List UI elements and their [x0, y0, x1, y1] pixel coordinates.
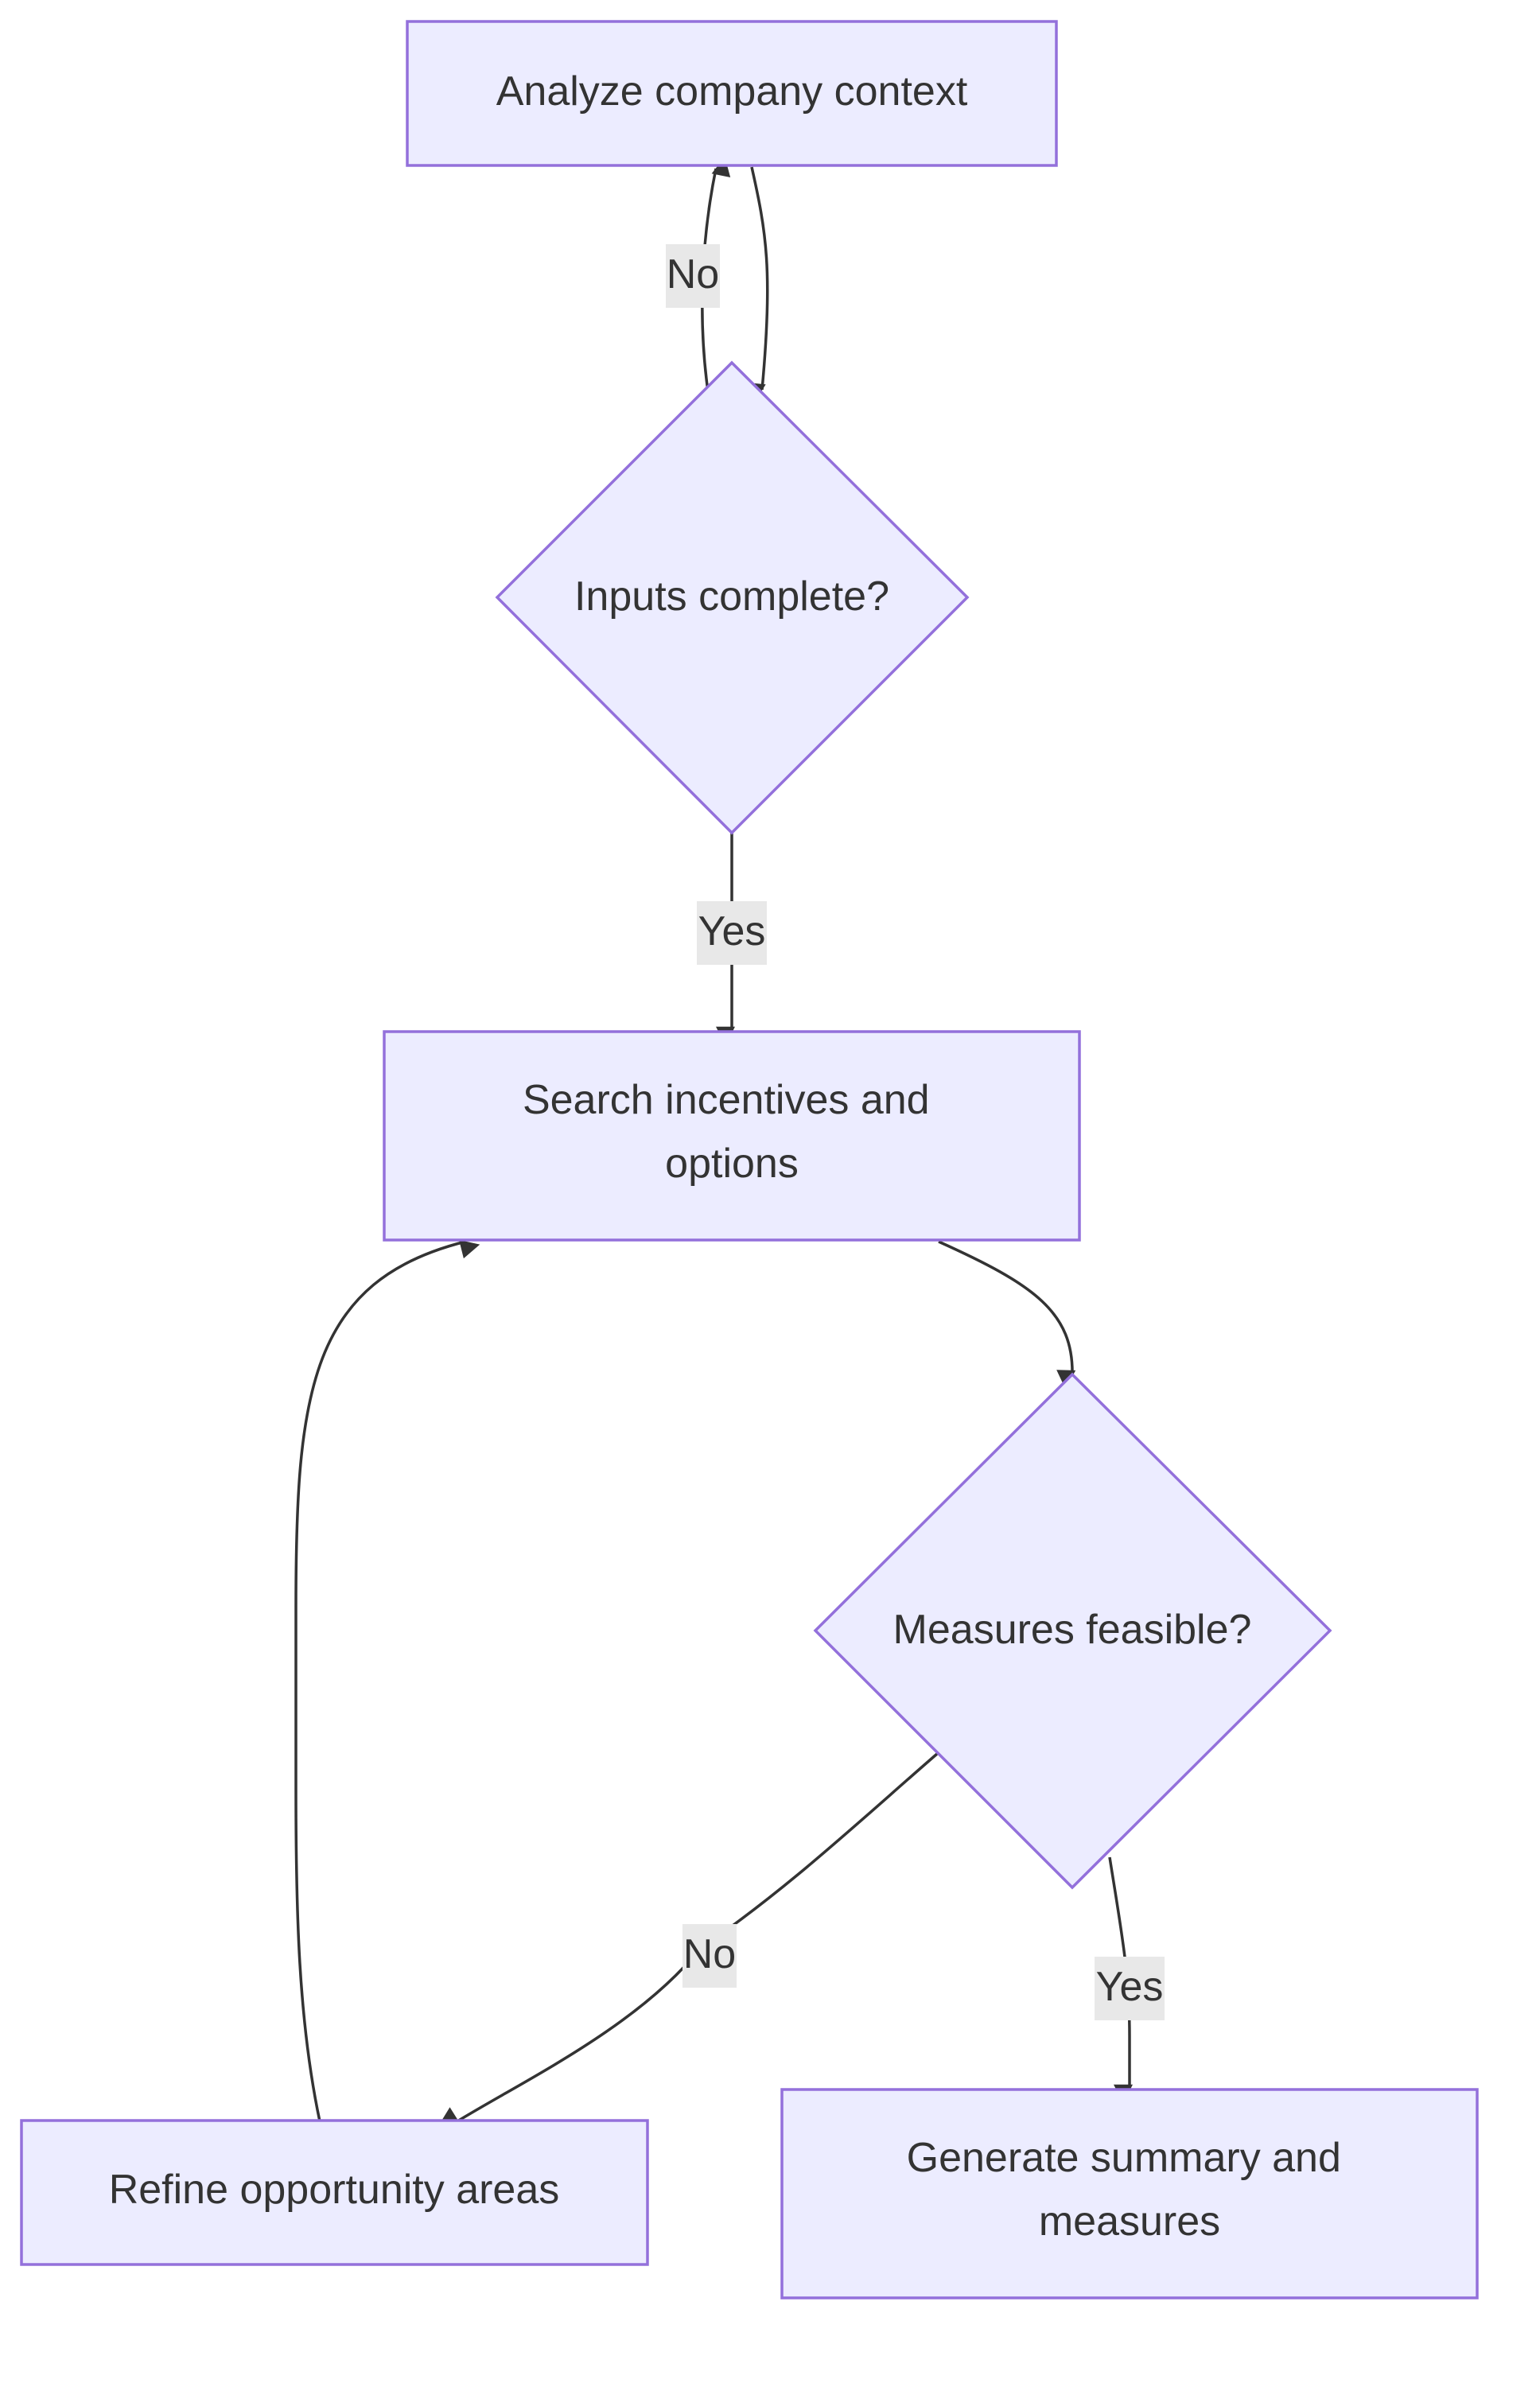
edge-label-inputs-no: No [666, 244, 720, 308]
node-label-line: Generate summary and [907, 2135, 1341, 2181]
edge-label-text: Yes [698, 908, 766, 954]
edge-label-inputs-yes: Yes [697, 901, 767, 965]
node-label-line: Measures feasible? [893, 1607, 1252, 1653]
edge-label-text: No [667, 251, 719, 297]
edge-search-to-measures [938, 1240, 1076, 1390]
edge-labels-layer: No Yes No Yes [666, 244, 1165, 2020]
nodes-layer: Analyze company context Inputs complete?… [20, 20, 1479, 2299]
node-search-incentives-and-options: Search incentives and options [383, 1030, 1081, 1242]
svg-text:Generate summary and m: Generate summary and measures [907, 2135, 1353, 2245]
edge-label-text: Yes [1096, 1964, 1164, 2010]
node-measures-feasible-decision: Measures feasible? [813, 1372, 1332, 1890]
edge-refine-to-search [294, 1239, 480, 2122]
node-analyze-company-context: Analyze company context [406, 20, 1058, 167]
node-refine-opportunity-areas: Refine opportunity areas [20, 2119, 649, 2266]
edge-label-measures-yes: Yes [1095, 1957, 1165, 2020]
edge-measures-to-generate-yes [1108, 1856, 1133, 2104]
node-inputs-complete-decision: Inputs complete? [495, 360, 970, 835]
node-label-line: Analyze company context [496, 68, 968, 115]
svg-text:Inputs complete?: Inputs complete? [574, 573, 889, 620]
edge-label-text: No [683, 1931, 736, 1977]
edge-analyze-to-inputs [746, 166, 769, 402]
node-label-line: measures [1039, 2198, 1220, 2245]
svg-text:Measures feasible?: Measures feasible? [893, 1607, 1252, 1653]
svg-text:Search incentives and: Search incentives and options [523, 1077, 941, 1187]
node-label-line: options [665, 1141, 799, 1187]
node-label-line: Inputs complete? [574, 573, 889, 620]
edge-label-measures-no: No [682, 1924, 737, 1988]
node-label-line: Refine opportunity areas [109, 2167, 560, 2213]
svg-text:Analyze company context: Analyze company context [496, 68, 968, 115]
node-generate-summary-and-measures: Generate summary and measures [780, 2088, 1479, 2299]
node-label-line: Search incentives and [523, 1077, 930, 1123]
svg-text:Refine opportunity areas: Refine opportunity areas [109, 2167, 560, 2213]
